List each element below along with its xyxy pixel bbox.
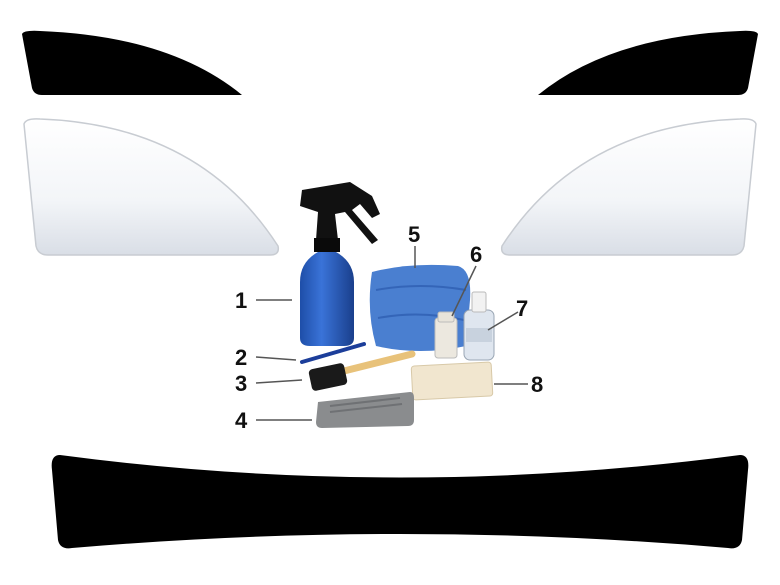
squeegee (316, 392, 414, 428)
left-side-window-film (23, 118, 280, 256)
windshield-tint-strip (51, 455, 749, 549)
callout-label-5: 5 (408, 222, 421, 247)
rear-right-tint-strip (538, 30, 758, 95)
spray-bottle (300, 182, 380, 346)
foam-brush (308, 350, 416, 391)
callout-label-2: 2 (235, 345, 248, 370)
callout-label-6: 6 (470, 242, 483, 267)
right-side-window-film (500, 118, 757, 256)
callout-label-3: 3 (235, 371, 248, 396)
callout-label-8: 8 (531, 372, 544, 397)
callout-label-1: 1 (235, 288, 248, 313)
rear-left-tint-strip (22, 30, 242, 95)
callout-label-7: 7 (516, 296, 529, 321)
solution-bottle (463, 291, 495, 361)
leader-lines (255, 246, 528, 421)
detail-brush (300, 342, 366, 364)
concentrate-bottle (434, 311, 458, 359)
felt-pad (410, 361, 494, 401)
callout-label-4: 4 (235, 408, 248, 433)
